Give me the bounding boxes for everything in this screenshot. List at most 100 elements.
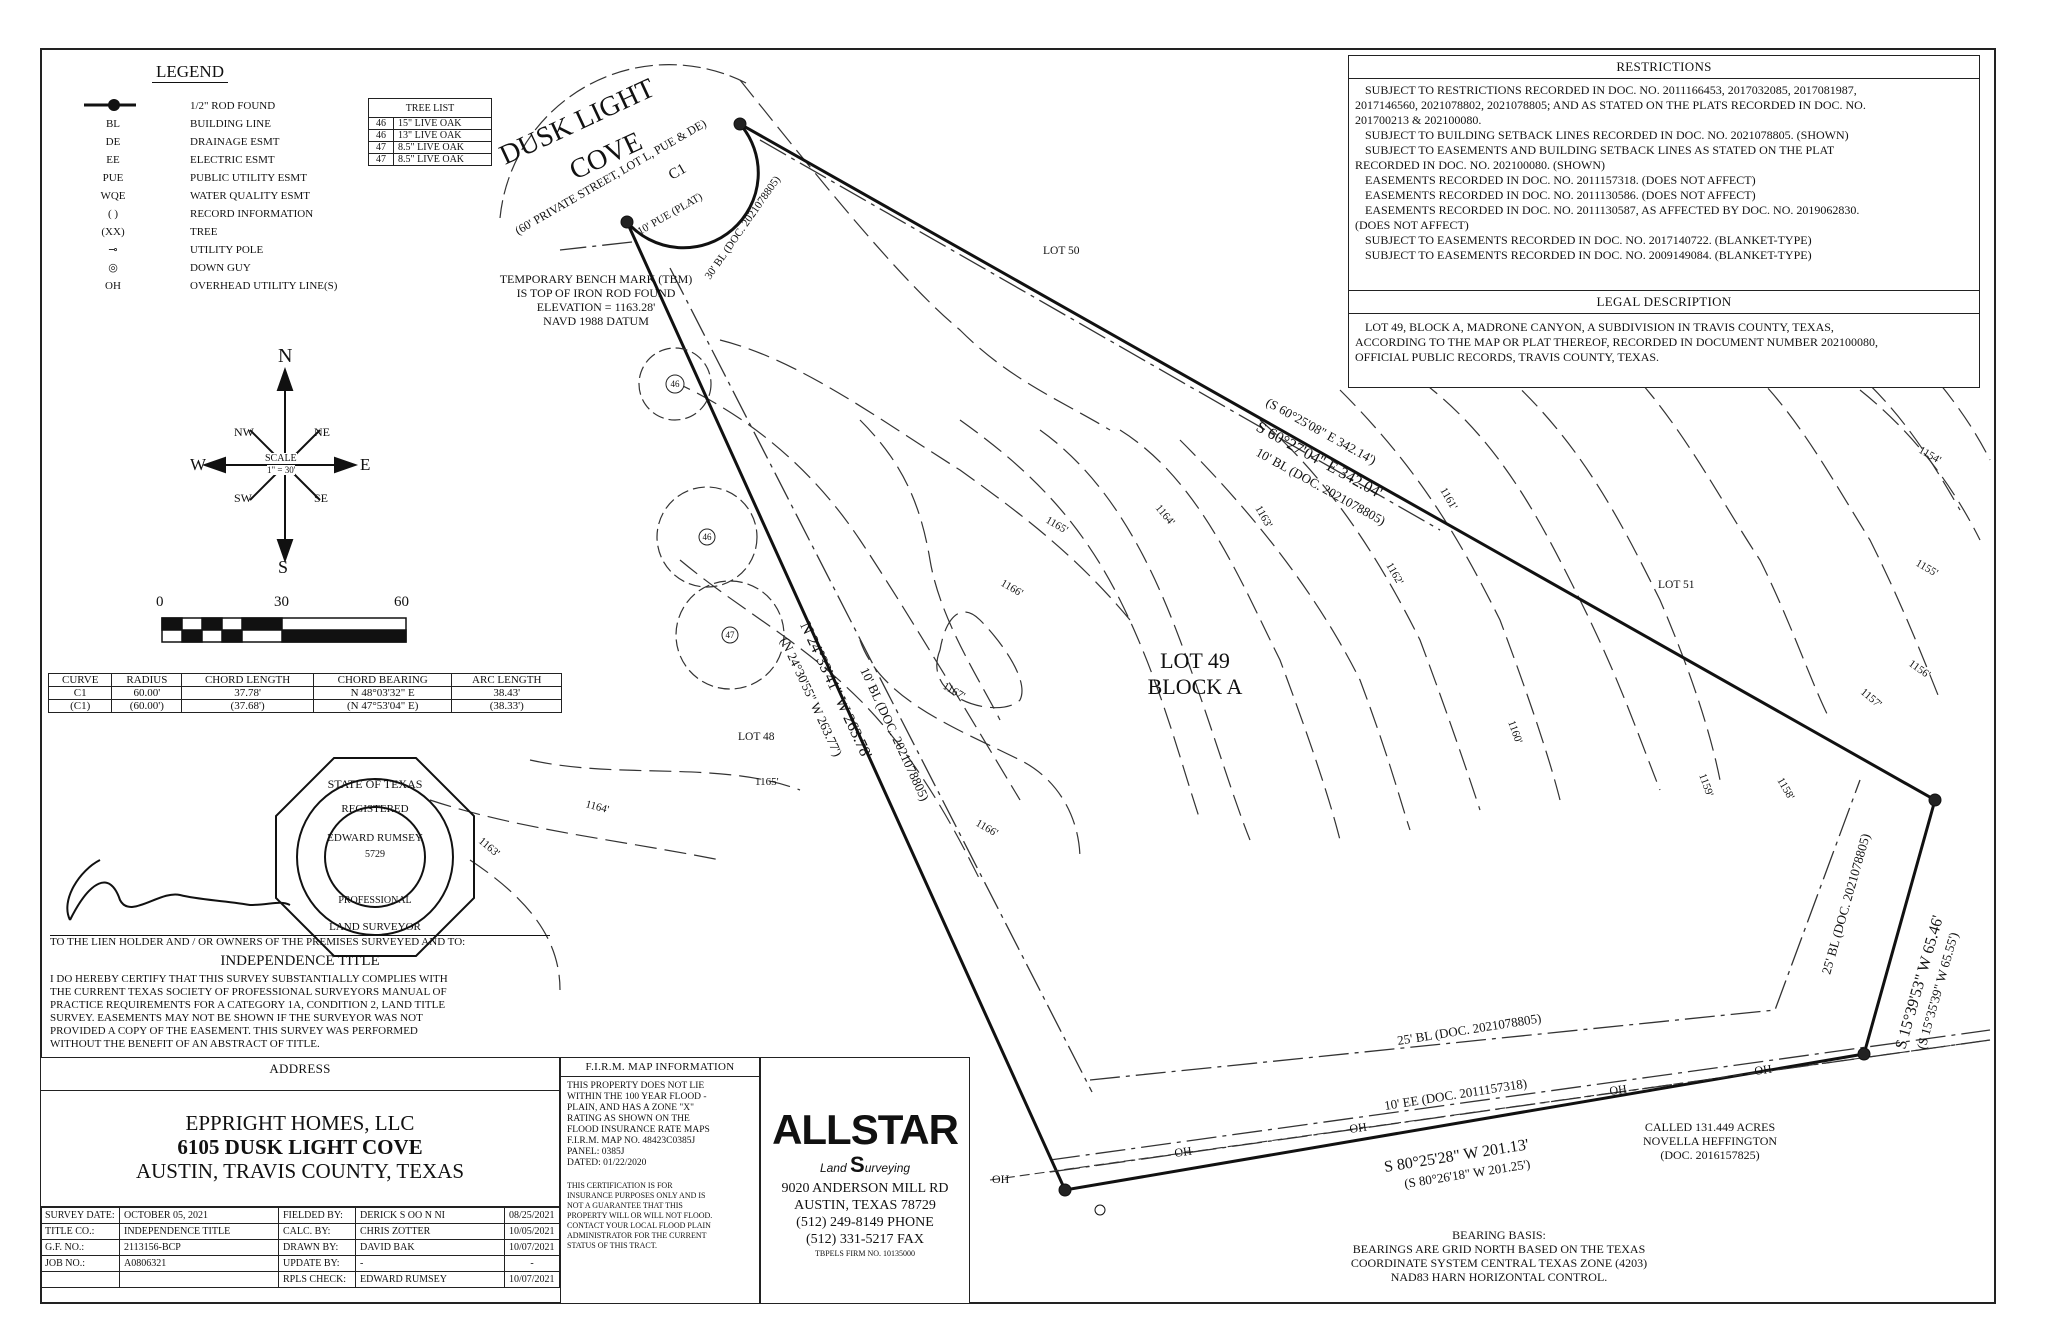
cert-line: I DO HEREBY CERTIFY THAT THIS SURVEY SUB… xyxy=(50,973,448,985)
company-firm-no: TBPELS FIRM NO. 10135000 xyxy=(814,1249,915,1258)
tree-list-desc: 8.5" LIVE OAK xyxy=(393,141,492,154)
east-label: E xyxy=(360,455,371,474)
south-label: S xyxy=(278,557,289,577)
firm-line: RATING AS SHOWN ON THE xyxy=(567,1114,690,1124)
legend-label: BUILDING LINE xyxy=(190,118,271,130)
tree-list-desc: 8.5" LIVE OAK xyxy=(393,153,492,166)
address-line: EPPRIGHT HOMES, LLC xyxy=(185,1111,415,1135)
sheet-border xyxy=(40,48,1996,1304)
contour-label: 1160' xyxy=(1505,719,1524,745)
legend-label: WATER QUALITY ESMT xyxy=(190,190,310,202)
job-cell: DRAWN BY: xyxy=(278,1239,356,1256)
curve-cell: (38.33') xyxy=(451,699,562,713)
curve-cell: (60.00') xyxy=(111,699,183,713)
job-cell: INDEPENDENCE TITLE xyxy=(119,1223,279,1240)
job-cell: DAVID BAK xyxy=(355,1239,505,1256)
tbm-line: NAVD 1988 DATUM xyxy=(543,314,649,328)
job-cell: A0806321 xyxy=(119,1255,279,1272)
curve-cell: 38.43' xyxy=(451,686,562,700)
curve-cell: N 48°03'32" E xyxy=(312,686,453,700)
restriction-line: SUBJECT TO RESTRICTIONS RECORDED IN DOC.… xyxy=(1365,83,1857,97)
lot-number: LOT 49 xyxy=(1160,648,1230,673)
certification: TO THE LIEN HOLDER AND / OR OWNERS OF TH… xyxy=(50,935,550,1051)
restrictions-header: RESTRICTIONS xyxy=(1349,56,1979,79)
legend-row: ◎DOWN GUY xyxy=(78,259,398,277)
adjoiner-line: NOVELLA HEFFINGTON xyxy=(1642,1134,1778,1148)
company-address: AUSTIN, TEXAS 78729 xyxy=(794,1198,936,1213)
curve-table: CURVE RADIUS CHORD LENGTH CHORD BEARING … xyxy=(47,673,562,713)
tree-icon: (XX) xyxy=(101,226,125,238)
legal-line: LOT 49, BLOCK A, MADRONE CANYON, A SUBDI… xyxy=(1365,320,1834,334)
curve-header: CHORD BEARING xyxy=(312,673,453,687)
seal-registered-text: REGISTERED xyxy=(341,803,408,815)
legend-label: PUBLIC UTILITY ESMT xyxy=(190,172,307,184)
job-cell: JOB NO.: xyxy=(40,1255,120,1272)
curve-header: CHORD LENGTH xyxy=(181,673,314,687)
northwest-label: NW xyxy=(234,425,254,439)
seal-bottom-text-1: PROFESSIONAL xyxy=(338,895,411,906)
job-row: JOB NO.: A0806321 UPDATE BY: - - xyxy=(40,1255,560,1272)
firm-line: THIS PROPERTY DOES NOT LIE xyxy=(567,1081,705,1091)
cert-line: WITHOUT THE BENEFIT OF AN ABSTRACT OF TI… xyxy=(50,1038,320,1050)
curve-label: C1 xyxy=(666,161,689,184)
bearing-basis-line: COORDINATE SYSTEM CENTRAL TEXAS ZONE (42… xyxy=(1350,1256,1648,1270)
contour-label: 1164' xyxy=(584,798,610,816)
bearing-basis: BEARING BASIS: BEARINGS ARE GRID NORTH B… xyxy=(1304,1228,1694,1284)
firm-note: CONTACT YOUR LOCAL FLOOD PLAIN xyxy=(567,1221,711,1230)
lot-51-label: LOT 51 xyxy=(1658,579,1695,591)
job-cell: FIELDED BY: xyxy=(278,1207,356,1224)
legend-symbol: BL xyxy=(105,118,121,130)
company-logo: ALLSTAR xyxy=(772,1106,959,1153)
curve-cell: (C1) xyxy=(47,699,113,713)
tbm-line: ELEVATION = 1163.28' xyxy=(536,300,656,314)
bearing-basis-line: BEARINGS ARE GRID NORTH BASED ON THE TEX… xyxy=(1352,1242,1646,1256)
w-bl-label: 10' BL (DOC. 2021078805) xyxy=(857,665,932,803)
tree-number: 47 xyxy=(726,630,736,640)
restriction-line: EASEMENTS RECORDED IN DOC. NO. 201113058… xyxy=(1365,188,1756,202)
address-line: AUSTIN, TRAVIS COUNTY, TEXAS xyxy=(135,1159,465,1183)
job-cell: CALC. BY: xyxy=(278,1223,356,1240)
contour-label: 1165' xyxy=(1044,514,1070,536)
legal-line: OFFICIAL PUBLIC RECORDS, TRAVIS COUNTY, … xyxy=(1355,350,1660,364)
curve-table-row: (C1) (60.00') (37.68') (N 47°53'04" E) (… xyxy=(47,699,562,713)
job-cell: - xyxy=(504,1255,560,1272)
job-cell: G.F. NO.: xyxy=(40,1239,120,1256)
job-cell: UPDATE BY: xyxy=(278,1255,356,1272)
legend-label: RECORD INFORMATION xyxy=(190,208,314,220)
oh-label: OH xyxy=(1608,1082,1627,1098)
bearing-basis-title: BEARING BASIS: xyxy=(1452,1228,1546,1242)
contour-label: 1164' xyxy=(1153,502,1177,528)
tree-number: 46 xyxy=(703,532,713,542)
legend-symbol: ( ) xyxy=(107,208,119,220)
tbm-note: TEMPORARY BENCH MARK (TBM) IS TOP OF IRO… xyxy=(478,272,714,328)
cert-line: PRACTICE REQUIREMENTS FOR A CATEGORY 1A,… xyxy=(50,999,446,1011)
curve-cell: (N 47°53'04" E) xyxy=(312,699,453,713)
job-cell: 10/07/2021 xyxy=(504,1271,560,1288)
tree-list-title: TREE LIST xyxy=(368,98,492,118)
curve-cell: 60.00' xyxy=(111,686,183,700)
contour-label: 1163' xyxy=(1252,504,1274,530)
cert-line: THE CURRENT TEXAS SOCIETY OF PROFESSIONA… xyxy=(50,986,447,998)
tree-list-desc: 15" LIVE OAK xyxy=(393,117,492,130)
company-box: ALLSTAR Land Surveying 9020 ANDERSON MIL… xyxy=(760,1057,970,1304)
legend-label: UTILITY POLE xyxy=(190,244,264,256)
job-cell: - xyxy=(355,1255,505,1272)
company-address: 9020 ANDERSON MILL RD xyxy=(781,1181,949,1196)
compass: N S W E NW NE SW SE SCALE 1" = 30' xyxy=(190,345,380,577)
s-bl-label: 25' BL (DOC. 2021078805) xyxy=(1396,1010,1542,1048)
curve-cell: C1 xyxy=(47,686,113,700)
block-number: BLOCK A xyxy=(1147,674,1243,699)
contour-label: 1161' xyxy=(1437,486,1459,512)
tbm-line: IS TOP OF IRON ROD FOUND xyxy=(516,286,676,300)
lot-49-label: LOT 49 BLOCK A xyxy=(1135,648,1255,700)
job-info-table: SURVEY DATE: OCTOBER 05, 2021 FIELDED BY… xyxy=(40,1207,560,1288)
adjoiner-line: (DOC. 2016157825) xyxy=(1660,1148,1760,1162)
job-cell: CHRIS ZOTTER xyxy=(355,1223,505,1240)
restriction-line: SUBJECT TO BUILDING SETBACK LINES RECORD… xyxy=(1365,128,1849,142)
legend-label: 1/2" ROD FOUND xyxy=(190,100,276,112)
cert-company: INDEPENDENCE TITLE xyxy=(220,953,380,969)
contour-label: 1158' xyxy=(1774,776,1796,802)
e-bl-label: 25' BL (DOC. 2021078805) xyxy=(1818,832,1873,976)
